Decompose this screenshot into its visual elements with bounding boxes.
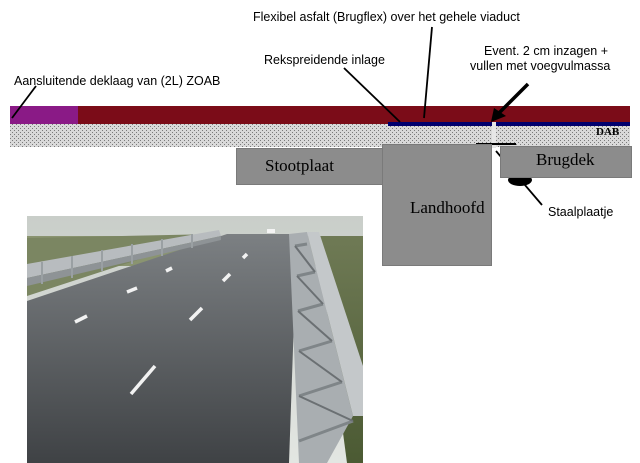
brugdek-label: Brugdek — [536, 150, 595, 169]
rekspreidende-inlage-label: Rekspreidende inlage — [264, 53, 385, 67]
aansluitende-deklaag-layer — [10, 106, 78, 124]
road-photo — [27, 216, 363, 463]
flexibel-asfalt-label: Flexibel asfalt (Brugflex) over het gehe… — [253, 10, 520, 24]
dab-label: DAB — [596, 126, 620, 138]
leader-aansluitende — [11, 85, 37, 119]
stootplaat-block — [236, 148, 406, 185]
event-label-line1: Event. 2 cm inzagen + — [484, 44, 609, 58]
joint-cut — [492, 122, 496, 148]
staalplaatje-label: Staalplaatje — [548, 205, 614, 219]
dab-layer — [10, 123, 630, 147]
event-arrow — [491, 82, 530, 122]
zoab-layer — [78, 106, 630, 124]
stootplaat-label: Stootplaat — [265, 156, 334, 175]
event-label-line2: vullen met voegvulmassa — [470, 59, 611, 73]
leader-flexibel — [423, 26, 433, 119]
landhoofd-block — [382, 144, 492, 266]
brugdek-block — [500, 146, 632, 178]
landhoofd-label: Landhoofd — [410, 198, 485, 217]
aansluitende-deklaag-label: Aansluitende deklaag van (2L) ZOAB — [14, 74, 221, 88]
leader-rekspreidende — [343, 67, 401, 123]
rekspreidende-inlage — [388, 122, 630, 126]
